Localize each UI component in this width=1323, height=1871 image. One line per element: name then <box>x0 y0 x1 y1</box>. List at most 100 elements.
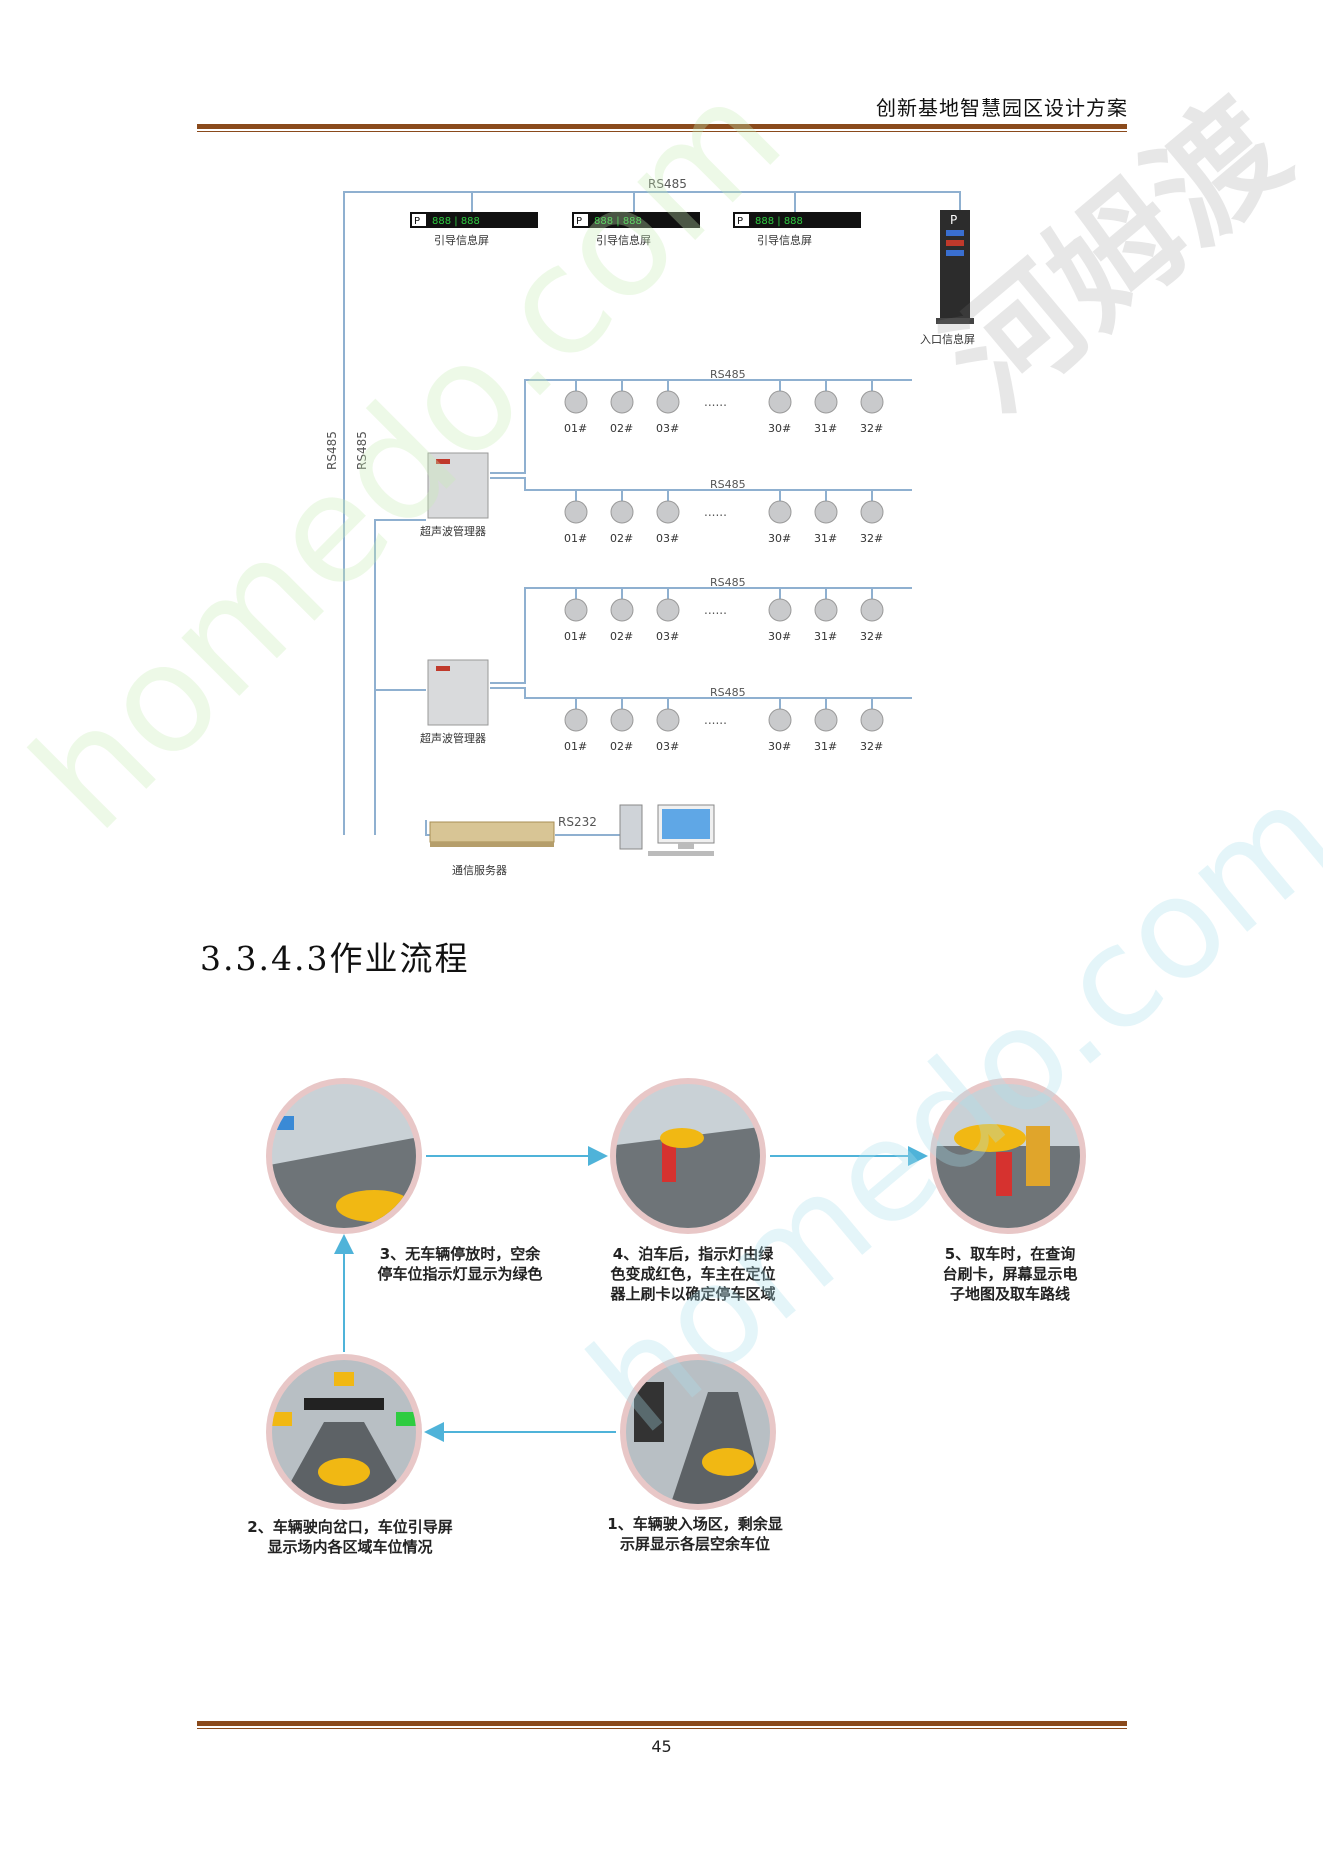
ultrasonic-manager-2: 超声波管理器 <box>420 659 489 745</box>
sensor-label: 02# <box>610 740 633 753</box>
ultrasonic-sensor-icon <box>860 390 884 414</box>
sensor-row-bus-label: RS485 <box>710 576 746 589</box>
ultrasonic-sensor-icon <box>768 708 792 732</box>
sensor-row-bus-label: RS485 <box>710 686 746 699</box>
ultrasonic-manager-2-label: 超声波管理器 <box>420 731 486 745</box>
guide-screen-3-display: 888 | 888 <box>755 216 803 227</box>
step4-illustration <box>610 1078 766 1234</box>
sensor-label: 31# <box>814 532 837 545</box>
svg-text:P: P <box>414 216 420 227</box>
sensor-row: RS48501#02#03#30#31#32#...... <box>564 686 884 753</box>
sensor-label: 32# <box>860 532 883 545</box>
sensor-label: 01# <box>564 532 587 545</box>
ultrasonic-manager-1: 超声波管理器 <box>420 452 489 538</box>
ultrasonic-sensor-icon <box>814 708 838 732</box>
ultrasonic-sensor-icon <box>860 708 884 732</box>
ultrasonic-sensor-icon <box>768 598 792 622</box>
workflow-diagram <box>266 1078 1086 1510</box>
sensor-row: RS485 01# 02# 03# 30# 31# 32#...... <box>564 368 884 435</box>
sensor-label: 02# <box>610 532 633 545</box>
sensor-label: 31# <box>814 630 837 643</box>
footer-rule <box>197 1721 1127 1729</box>
sensor-row-bus-label: RS485 <box>710 478 746 491</box>
sensor-row-ellipsis: ...... <box>704 505 727 519</box>
sensor-row-ellipsis: ...... <box>704 603 727 617</box>
sensor-row: RS485 01# 02# 03# 30# 31# 32#...... <box>564 478 884 545</box>
ultrasonic-sensor-icon <box>814 598 838 622</box>
sensor-label: 03# <box>656 740 679 753</box>
sensor-label: 02# <box>610 630 633 643</box>
step5-illustration <box>930 1078 1086 1234</box>
ultrasonic-sensor-icon <box>656 390 680 414</box>
step3-caption: 3、无车辆停放时，空余 停车位指示灯显示为绿色 <box>377 1245 543 1283</box>
parking-guidance-system-diagram: RS485 RS485 RS485 RS232 P 888 | 888 引导信息… <box>325 177 975 877</box>
ultrasonic-sensor-icon <box>610 598 634 622</box>
step2-caption: 2、车辆驶向岔口，车位引导屏 显示场内各区域车位情况 <box>247 1518 453 1556</box>
ultrasonic-sensor-icon <box>860 598 884 622</box>
sensor-label: 30# <box>768 532 791 545</box>
sensor-label: 01# <box>564 630 587 643</box>
sensor-label: 30# <box>768 740 791 753</box>
step5-caption: 5、取车时，在查询 台刷卡，屏幕显示电 子地图及取车路线 <box>942 1245 1078 1303</box>
page-number: 45 <box>651 1737 672 1756</box>
guide-screen-3-label: 引导信息屏 <box>757 233 812 247</box>
sensor-label: 03# <box>656 422 679 435</box>
guide-screen-1-display: 888 | 888 <box>432 216 480 227</box>
sensor-label: 03# <box>656 630 679 643</box>
rs232-label: RS232 <box>558 815 597 829</box>
sensor-row-ellipsis: ...... <box>704 713 727 727</box>
sensor-label: 32# <box>860 422 883 435</box>
svg-text:P: P <box>576 216 582 227</box>
ultrasonic-sensor-icon <box>860 500 884 524</box>
step1-illustration <box>620 1354 776 1510</box>
step1-caption: 1、车辆驶入场区，剩余显 示屏显示各层空余车位 <box>607 1515 783 1553</box>
entrance-screen-sign: P <box>950 213 957 227</box>
sensor-label: 01# <box>564 740 587 753</box>
ultrasonic-sensor-icon <box>610 708 634 732</box>
svg-text:P: P <box>737 216 743 227</box>
sensor-row-ellipsis: ...... <box>704 395 727 409</box>
document-header-title: 创新基地智慧园区设计方案 <box>876 96 1128 120</box>
guide-screen-2-display: 888 | 888 <box>594 216 642 227</box>
sensor-row: RS485 01# 02# 03# 30# 31# 32#...... <box>564 576 884 643</box>
ultrasonic-sensor-icon <box>656 708 680 732</box>
ultrasonic-sensor-icon <box>564 708 588 732</box>
sensor-row-bus-label: RS485 <box>710 368 746 381</box>
header-rule <box>197 124 1127 132</box>
sensor-label: 01# <box>564 422 587 435</box>
sensor-label: 30# <box>768 630 791 643</box>
communication-server-label: 通信服务器 <box>452 864 507 877</box>
sensor-label: 32# <box>860 630 883 643</box>
sensor-label: 03# <box>656 532 679 545</box>
rs485-left-outer-label: RS485 <box>325 431 339 470</box>
computer-workstation <box>619 804 715 856</box>
section-heading: 3.3.4.3作业流程 <box>200 939 470 978</box>
guide-screen-2-label: 引导信息屏 <box>596 233 651 247</box>
ultrasonic-sensor-icon <box>656 598 680 622</box>
communication-server: 通信服务器 <box>429 821 555 877</box>
sensor-label: 30# <box>768 422 791 435</box>
entrance-screen-label: 入口信息屏 <box>920 332 975 346</box>
sensor-label: 31# <box>814 422 837 435</box>
ultrasonic-sensor-icon <box>814 500 838 524</box>
ultrasonic-sensor-icon <box>564 598 588 622</box>
sensor-label: 31# <box>814 740 837 753</box>
ultrasonic-sensor-icon <box>610 500 634 524</box>
ultrasonic-sensor-icon <box>610 390 634 414</box>
ultrasonic-manager-1-label: 超声波管理器 <box>420 524 486 538</box>
step4-caption: 4、泊车后，指示灯由绿 色变成红色，车主在定位 器上刷卡以确定停车区域 <box>610 1245 776 1303</box>
guide-screen-2: P 888 | 888 引导信息屏 <box>572 212 700 247</box>
ultrasonic-sensor-icon <box>564 390 588 414</box>
ultrasonic-sensor-icon <box>768 500 792 524</box>
rs485-top-label: RS485 <box>648 177 687 191</box>
sensor-label: 02# <box>610 422 633 435</box>
ultrasonic-sensor-icon <box>656 500 680 524</box>
entrance-info-screen: P 入口信息屏 <box>920 210 975 346</box>
guide-screen-1: P 888 | 888 引导信息屏 <box>410 212 538 247</box>
step2-illustration <box>266 1354 422 1510</box>
step3-illustration <box>266 1078 422 1234</box>
guide-screen-1-label: 引导信息屏 <box>434 233 489 247</box>
guide-screen-3: P 888 | 888 引导信息屏 <box>733 212 861 247</box>
ultrasonic-sensor-icon <box>814 390 838 414</box>
ultrasonic-sensor-icon <box>768 390 792 414</box>
